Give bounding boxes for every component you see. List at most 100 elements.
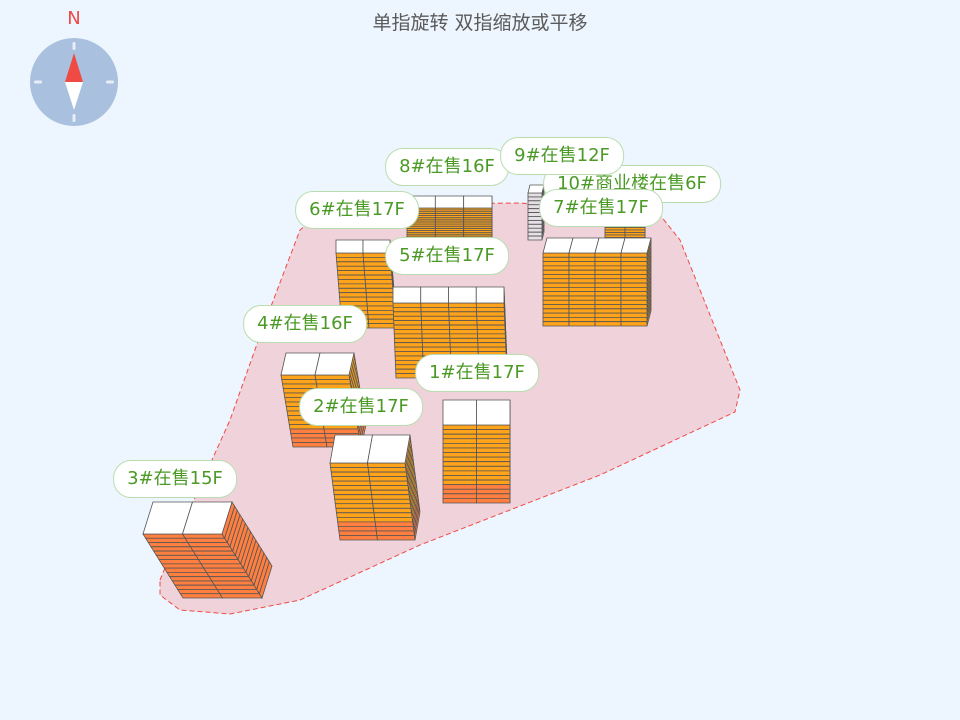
- roof: [527, 184, 545, 194]
- floor-unit: [442, 465, 477, 472]
- floor-unit: [329, 462, 369, 468]
- floor-unit: [568, 308, 596, 314]
- floor-unit: [476, 470, 511, 476]
- building-2[interactable]: [329, 434, 421, 541]
- floor-unit: [421, 324, 450, 330]
- floor-unit: [542, 312, 570, 318]
- gesture-hint-title: 单指旋转 双指缩放或平移: [372, 12, 588, 34]
- floor-unit: [336, 261, 365, 267]
- floor-unit: [330, 467, 370, 473]
- floor-unit: [330, 471, 370, 477]
- floor-unit: [392, 302, 422, 308]
- floor-unit: [568, 278, 596, 284]
- floor-unit: [442, 429, 477, 435]
- floor-unit: [368, 323, 397, 329]
- floor-unit: [568, 261, 596, 267]
- floor-unit: [442, 493, 477, 499]
- roof: [476, 399, 511, 426]
- floor-unit: [594, 308, 622, 314]
- floor-unit: [336, 516, 376, 523]
- floor-unit: [527, 192, 543, 198]
- building-label-7[interactable]: 7#在售17F: [539, 189, 663, 227]
- floor-unit: [542, 265, 570, 271]
- floor-unit: [197, 559, 242, 565]
- floor-unit: [476, 493, 511, 499]
- floor-unit: [477, 337, 507, 344]
- floor-unit: [594, 261, 622, 267]
- floor-unit: [448, 324, 478, 330]
- floor-unit: [336, 512, 376, 518]
- floor-unit: [594, 265, 622, 271]
- building-label-5[interactable]: 5#在售17F: [385, 237, 509, 275]
- floor-unit: [363, 270, 393, 276]
- compass-icon[interactable]: [30, 38, 118, 126]
- floor-unit: [476, 479, 511, 486]
- building-label-2[interactable]: 2#在售17F: [299, 388, 423, 426]
- floor-unit: [448, 307, 478, 313]
- floor-unit: [448, 320, 478, 326]
- floor-unit: [594, 312, 622, 318]
- floor-unit: [542, 252, 570, 258]
- floor-unit: [594, 321, 622, 327]
- building-label-3[interactable]: 3#在售15F: [113, 460, 237, 498]
- floor-unit: [568, 291, 596, 297]
- roof: [362, 239, 391, 254]
- floor-unit: [335, 257, 365, 263]
- floor-unit: [367, 309, 396, 316]
- floor-unit: [370, 489, 410, 496]
- floor-unit: [163, 567, 208, 573]
- building-label-6[interactable]: 6#在售17F: [295, 191, 419, 229]
- floor-unit: [372, 503, 412, 509]
- floor-unit: [392, 311, 422, 317]
- building-label-4[interactable]: 4#在售16F: [243, 305, 367, 343]
- floor-unit: [335, 252, 364, 258]
- floor-unit: [367, 318, 397, 324]
- floor-unit: [374, 521, 414, 527]
- floor-unit: [477, 346, 507, 352]
- roof: [329, 434, 373, 464]
- floor-unit: [442, 452, 477, 458]
- floor-unit: [448, 311, 478, 317]
- building-8[interactable]: [406, 195, 493, 239]
- floor-unit: [620, 304, 648, 310]
- floor-unit: [620, 312, 648, 318]
- floor-unit: [568, 252, 596, 258]
- floor-unit: [476, 475, 511, 481]
- building-label-1[interactable]: 1#在售17F: [415, 354, 539, 392]
- floor-unit: [213, 584, 258, 590]
- floor-unit: [594, 274, 622, 280]
- floor-unit: [195, 554, 239, 560]
- floor-unit: [620, 256, 648, 262]
- floor-unit: [334, 498, 374, 505]
- building-1[interactable]: [442, 399, 511, 504]
- floor-unit: [371, 494, 411, 500]
- building-3[interactable]: [142, 501, 273, 599]
- floor-unit: [369, 485, 409, 491]
- floor-unit: [187, 542, 231, 548]
- building-label-9[interactable]: 9#在售12F: [500, 137, 624, 175]
- floor-unit: [394, 342, 423, 348]
- floor-unit: [442, 442, 477, 449]
- floor-unit: [392, 307, 422, 313]
- building-label-8[interactable]: 8#在售16F: [385, 148, 509, 186]
- building-7[interactable]: [542, 237, 652, 327]
- floor-unit: [442, 475, 477, 481]
- floor-unit: [364, 279, 393, 285]
- roof: [367, 434, 411, 464]
- floor-unit: [393, 324, 423, 330]
- floor-unit: [166, 572, 210, 578]
- floor-unit: [620, 282, 648, 288]
- roof: [442, 399, 477, 426]
- floor-unit: [368, 471, 408, 477]
- floor-unit: [594, 317, 622, 323]
- floor-unit: [448, 315, 478, 322]
- floor-unit: [181, 533, 226, 539]
- floor-unit: [568, 274, 596, 280]
- floor-unit: [393, 320, 423, 326]
- floor-unit: [620, 286, 648, 293]
- floor-unit: [542, 291, 570, 297]
- floor-unit: [442, 424, 477, 430]
- north-label: N: [67, 8, 81, 29]
- roof: [181, 501, 233, 535]
- floor-unit: [527, 227, 543, 233]
